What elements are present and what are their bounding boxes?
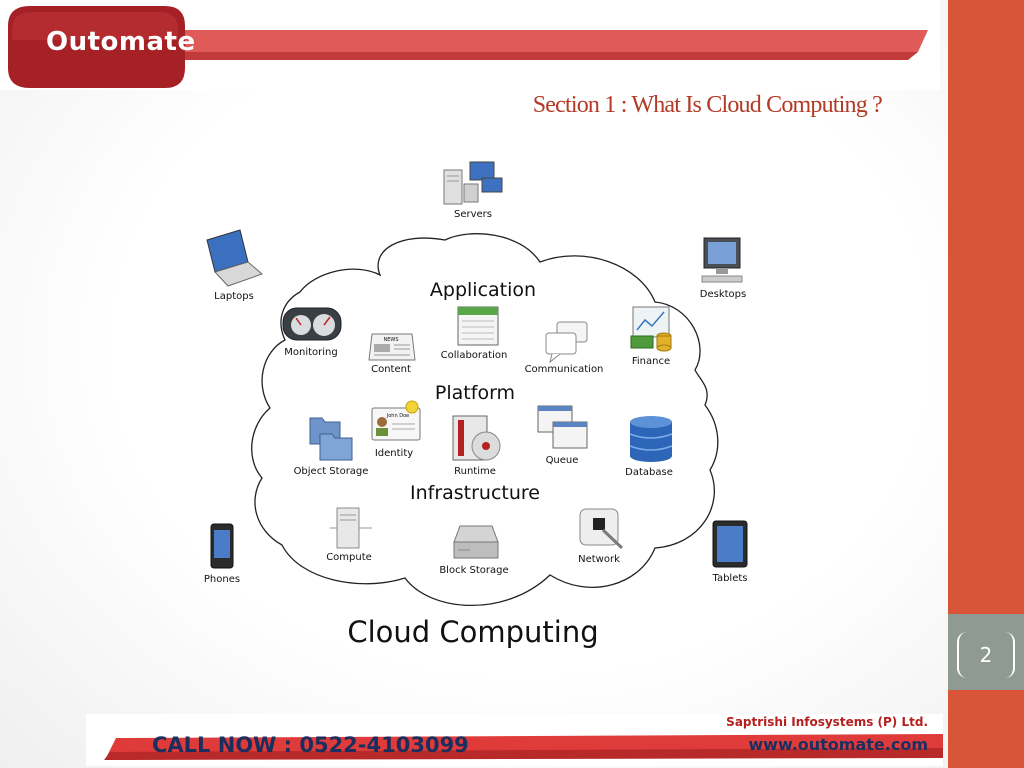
object-storage-label: Object Storage bbox=[294, 466, 369, 477]
laptops-label: Laptops bbox=[214, 291, 254, 302]
call-now-text: CALL NOW : 0522-4103099 bbox=[152, 733, 469, 757]
layer-platform-label: Platform bbox=[435, 382, 515, 404]
queue-windows-icon bbox=[537, 405, 588, 449]
id-card-icon: John Doe bbox=[371, 400, 421, 441]
company-name: Saptrishi Infosystems (P) Ltd. bbox=[726, 715, 928, 729]
svg-text:NEWS: NEWS bbox=[383, 337, 398, 343]
communication-label: Communication bbox=[525, 364, 604, 375]
section-title: Section 1 : What Is Cloud Computing ? bbox=[532, 92, 883, 118]
monitoring-label: Monitoring bbox=[284, 347, 337, 358]
finance-chart-icon bbox=[630, 306, 672, 352]
page-number: 2 bbox=[979, 643, 993, 667]
svg-text:John Doe: John Doe bbox=[386, 413, 409, 419]
diagram-caption: Cloud Computing bbox=[347, 615, 598, 649]
cloud-computing-diagram: Application Platform Infrastructure Moni… bbox=[204, 161, 748, 649]
phone-icon bbox=[210, 523, 234, 569]
brand-logo-text: Outomate bbox=[46, 27, 196, 57]
speech-bubbles-icon bbox=[545, 321, 588, 364]
page-number-tab bbox=[948, 614, 1024, 690]
block-storage-label: Block Storage bbox=[439, 565, 508, 576]
laptop-icon bbox=[206, 229, 263, 287]
header-banner bbox=[0, 0, 940, 90]
network-socket-icon bbox=[579, 508, 624, 550]
footer-banner bbox=[86, 714, 943, 766]
folders-icon bbox=[309, 417, 353, 461]
calendar-icon bbox=[457, 306, 499, 346]
layer-application-label: Application bbox=[430, 279, 536, 301]
content-label: Content bbox=[371, 364, 411, 375]
phones-label: Phones bbox=[204, 574, 240, 585]
monitoring-icon bbox=[282, 307, 342, 341]
desktop-monitor-icon bbox=[701, 237, 743, 283]
servers-icon bbox=[443, 161, 503, 205]
compute-server-icon bbox=[330, 507, 372, 549]
database-icon bbox=[629, 416, 673, 462]
tablet-icon bbox=[712, 520, 748, 568]
runtime-disc-icon bbox=[452, 415, 501, 461]
compute-label: Compute bbox=[326, 552, 372, 563]
tablets-label: Tablets bbox=[712, 573, 748, 584]
website-link[interactable]: www.outomate.com bbox=[748, 735, 928, 754]
desktops-label: Desktops bbox=[700, 289, 746, 300]
block-storage-drive-icon bbox=[453, 525, 499, 559]
layer-infrastructure-label: Infrastructure bbox=[410, 482, 540, 504]
page-number-bracket bbox=[957, 632, 1015, 678]
collaboration-label: Collaboration bbox=[441, 350, 508, 361]
network-label: Network bbox=[578, 554, 620, 565]
newspaper-icon: NEWS bbox=[368, 333, 416, 361]
servers-label: Servers bbox=[454, 209, 492, 220]
queue-label: Queue bbox=[546, 455, 579, 466]
finance-label: Finance bbox=[632, 356, 670, 367]
runtime-label: Runtime bbox=[454, 466, 496, 477]
database-label: Database bbox=[625, 467, 673, 478]
identity-label: Identity bbox=[375, 448, 413, 459]
